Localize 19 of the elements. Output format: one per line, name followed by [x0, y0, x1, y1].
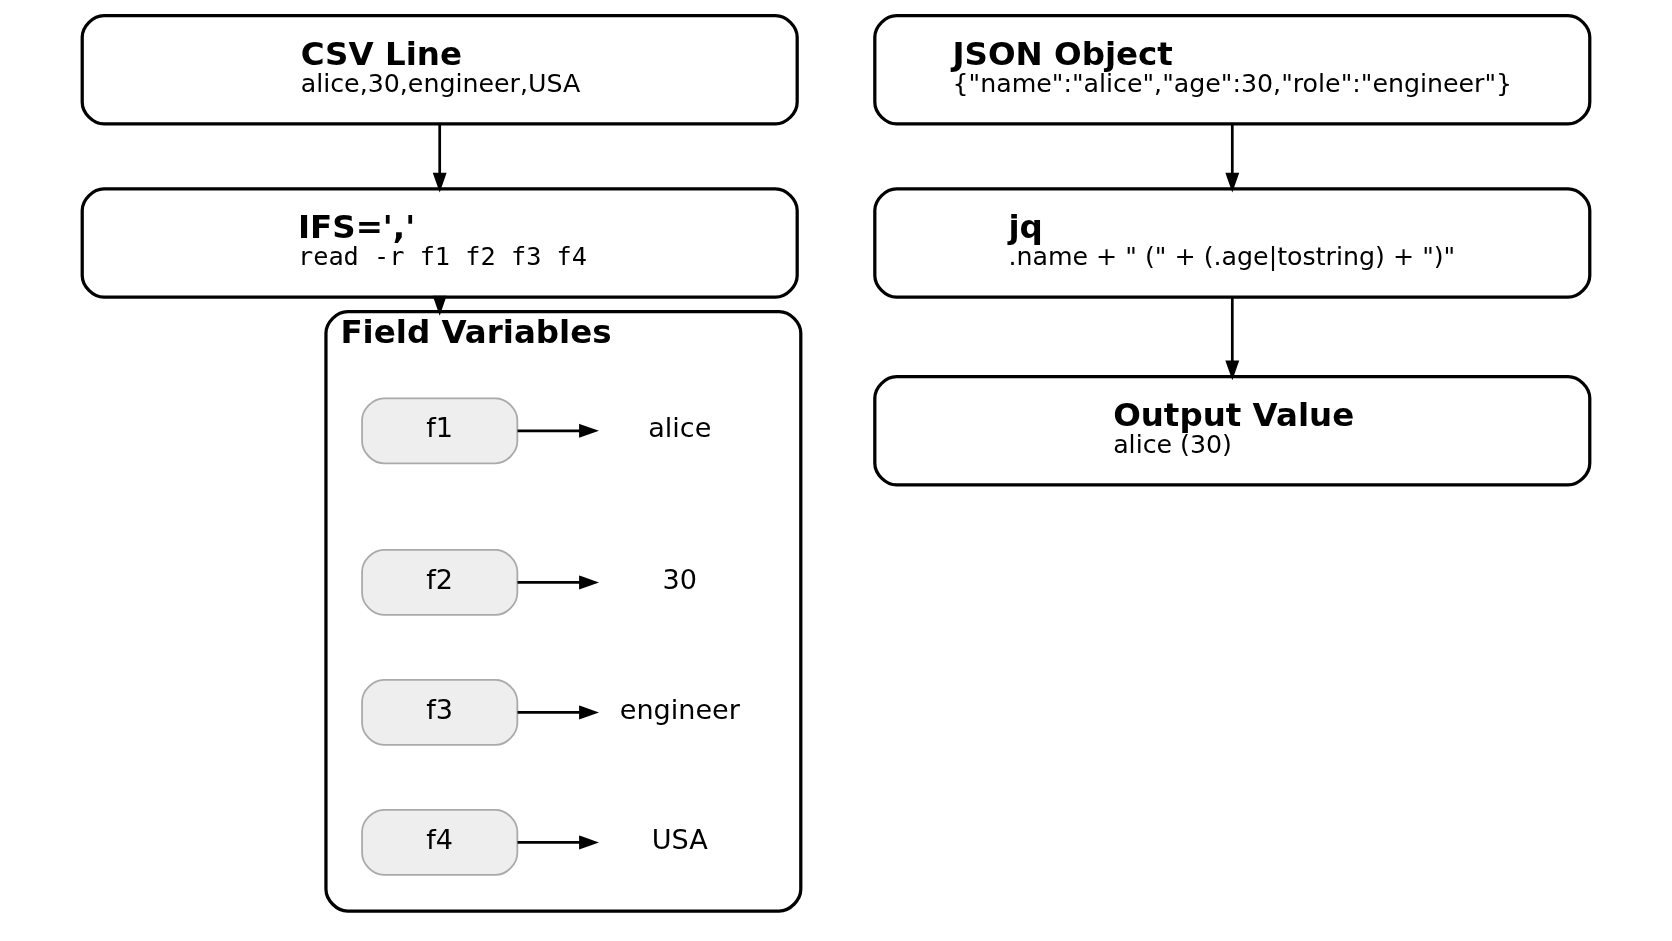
node-box: f1	[361, 397, 519, 465]
node-box: Output Value alice (30)	[873, 375, 1592, 487]
node-box: f2	[361, 549, 519, 616]
arrow	[432, 124, 447, 193]
node-box: f4	[361, 809, 519, 876]
arrow	[517, 835, 599, 850]
node-text: 30	[662, 563, 698, 595]
node-box: JSON Object {"name":"alice","age":30,"role":"engineer"}	[873, 13, 1592, 126]
arrow	[517, 705, 599, 720]
node-box: jq .name + " (" + (.age|tostring) + ")"	[873, 187, 1592, 299]
arrow	[1225, 124, 1240, 193]
node-text: alice	[648, 412, 712, 444]
arrow	[517, 423, 599, 438]
node-box: f3	[361, 679, 519, 746]
node-box: CSV Line alice,30,engineer,USA	[80, 13, 799, 126]
node-text: USA	[651, 823, 708, 855]
arrow	[517, 575, 599, 590]
node-text: engineer	[619, 693, 740, 725]
arrow	[1225, 297, 1240, 381]
